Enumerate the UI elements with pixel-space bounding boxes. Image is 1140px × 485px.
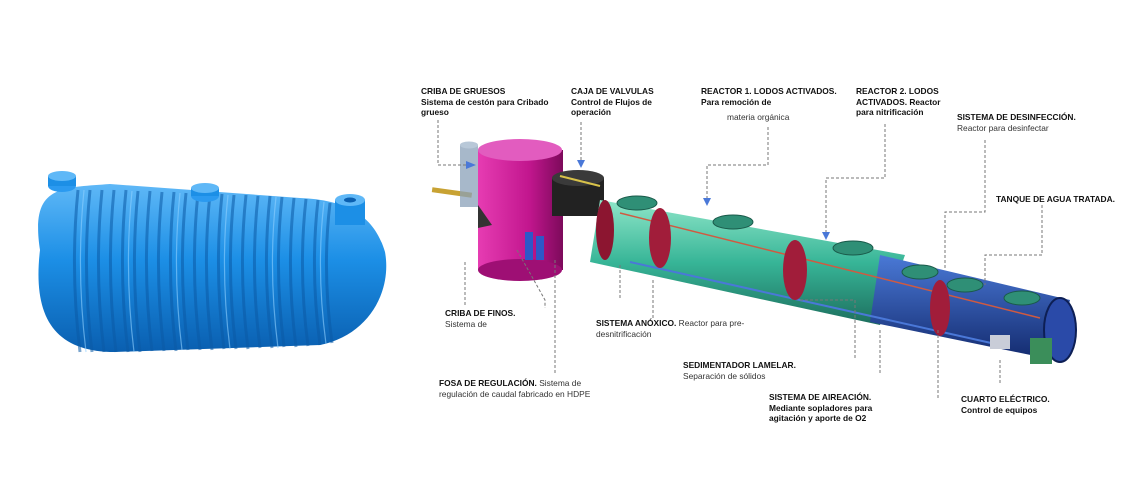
label-anoxico-title: SISTEMA ANÓXICO. bbox=[596, 318, 677, 328]
label-caja-valvulas-title: CAJA DE VALVULAS bbox=[571, 86, 654, 96]
label-cuarto-title: CUARTO ELÉCTRICO. bbox=[961, 394, 1050, 404]
label-fosa-desc: Sistema de regulación de caudal fabricad… bbox=[439, 378, 591, 399]
label-criba-finos: CRIBA DE FINOS. Sistema de bbox=[445, 308, 555, 329]
label-desinfeccion-desc: Reactor para desinfectar bbox=[957, 122, 1049, 133]
label-reactor1: REACTOR 1. LODOS ACTIVADOS. Para remoció… bbox=[701, 86, 851, 123]
label-tanque-agua: TANQUE DE AGUA TRATADA. bbox=[996, 194, 1136, 205]
label-criba-finos-title: CRIBA DE FINOS. bbox=[445, 308, 516, 318]
label-sedimentador-desc: Separación de sólidos bbox=[683, 370, 766, 381]
label-anoxico: SISTEMA ANÓXICO. Reactor para pre- desni… bbox=[596, 318, 746, 339]
label-fosa: FOSA DE REGULACIÓN. Sistema de regulació… bbox=[439, 378, 609, 399]
label-aireacion-title: SISTEMA DE AIREACIÓN. bbox=[769, 392, 872, 402]
label-criba-finos-desc: Sistema de bbox=[445, 318, 487, 329]
label-desinfeccion: SISTEMA DE DESINFECCIÓN. Reactor para de… bbox=[957, 112, 1117, 133]
label-criba-gruesos-title: CRIBA DE GRUESOS bbox=[421, 86, 506, 96]
label-criba-gruesos-desc: Sistema de cestón para Cribado grueso bbox=[421, 96, 549, 118]
label-sedimentador: SEDIMENTADOR LAMELAR. Separación de sóli… bbox=[683, 360, 833, 381]
blue-corrugated-tank bbox=[38, 171, 387, 353]
label-reactor1-desc: materia orgánica bbox=[727, 112, 790, 122]
label-aireacion-desc: Mediante sopladores para agitación y apo… bbox=[769, 402, 873, 424]
label-desinfeccion-title: SISTEMA DE DESINFECCIÓN. bbox=[957, 112, 1076, 122]
label-sedimentador-title: SEDIMENTADOR LAMELAR. bbox=[683, 360, 796, 370]
label-reactor2-title: REACTOR 2. LODOS ACTIVADOS. Reactor para… bbox=[856, 86, 941, 117]
label-reactor1-title: REACTOR 1. LODOS ACTIVADOS. Para remoció… bbox=[701, 86, 837, 107]
label-aireacion: SISTEMA DE AIREACIÓN. Mediante sopladore… bbox=[769, 392, 909, 424]
label-caja-valvulas: CAJA DE VALVULAS Control de Flujos de op… bbox=[571, 86, 686, 118]
label-anoxico-desc: Reactor para pre- desnitrificación bbox=[596, 318, 745, 339]
label-criba-gruesos: CRIBA DE GRUESOS Sistema de cestón para … bbox=[421, 86, 561, 118]
leader-lines bbox=[437, 120, 1043, 400]
label-cuarto-desc: Control de equipos bbox=[961, 404, 1038, 415]
label-fosa-title: FOSA DE REGULACIÓN. bbox=[439, 378, 537, 388]
label-cuarto: CUARTO ELÉCTRICO. Control de equipos bbox=[961, 394, 1081, 415]
plant-cutaway bbox=[431, 139, 1077, 364]
label-caja-valvulas-desc: Control de Flujos de operación bbox=[571, 96, 652, 118]
label-tanque-agua-title: TANQUE DE AGUA TRATADA. bbox=[996, 194, 1115, 204]
label-reactor2: REACTOR 2. LODOS ACTIVADOS. Reactor para… bbox=[856, 86, 948, 118]
arrow-heads bbox=[466, 160, 830, 240]
